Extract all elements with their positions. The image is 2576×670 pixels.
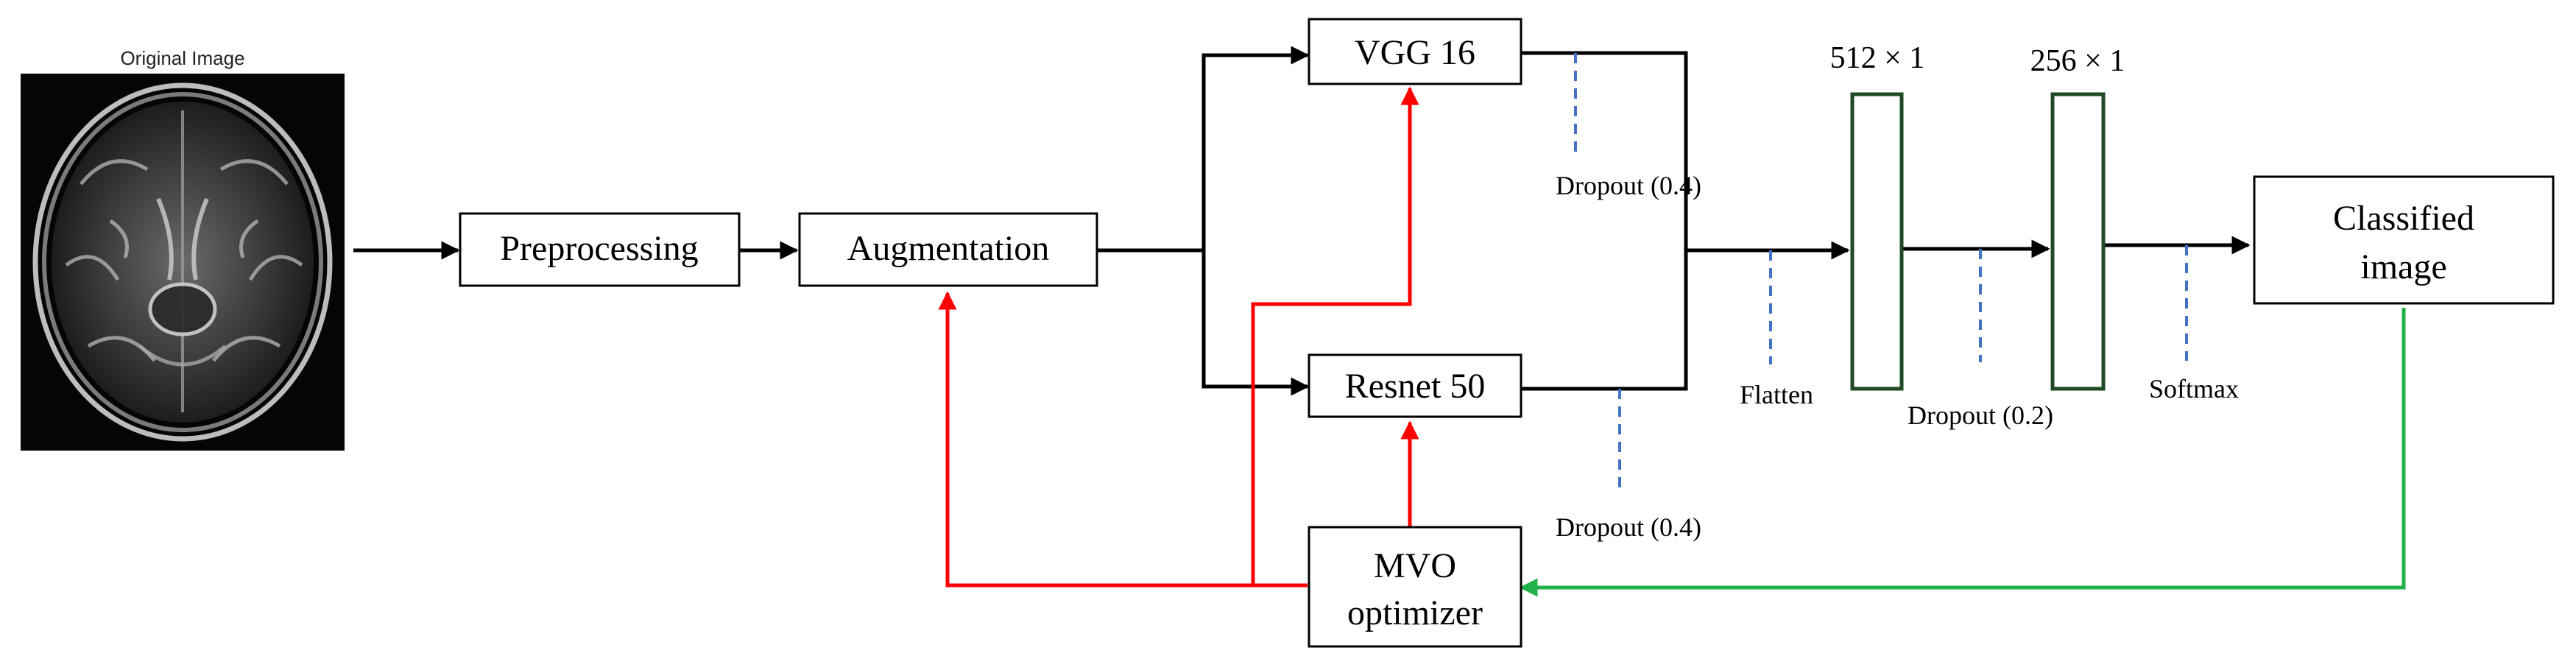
vgg16-node: VGG 16	[1308, 18, 1522, 85]
optimizer-feedback-connectors	[938, 86, 1419, 588]
original-image-caption: Original Image	[120, 47, 244, 69]
mvo-label-line1: MVO	[1374, 546, 1456, 585]
dropout-mid-label: Dropout (0.2)	[1908, 401, 2053, 430]
classification-feedback-connector	[1519, 308, 2406, 597]
mvo-label-line2: optimizer	[1347, 593, 1483, 632]
preprocessing-label: Preprocessing	[500, 229, 698, 268]
augmentation-label: Augmentation	[847, 229, 1050, 268]
dropout-markers	[1574, 53, 2188, 493]
brain-mri-image	[21, 74, 345, 451]
dense-layer-512: 512 × 1	[1830, 41, 1925, 391]
resnet50-node: Resnet 50	[1308, 353, 1522, 418]
classified-label-line2: image	[2360, 247, 2446, 286]
softmax-label: Softmax	[2149, 374, 2239, 403]
resnet50-label: Resnet 50	[1345, 367, 1486, 406]
classified-label-line1: Classified	[2333, 199, 2474, 238]
original-image: Original Image	[21, 47, 345, 451]
main-flow-connectors	[353, 46, 2251, 396]
vgg16-label: VGG 16	[1355, 33, 1475, 72]
flatten-label: Flatten	[1740, 380, 1813, 409]
classified-image-node: Classified image	[2253, 175, 2555, 305]
dense-layer-512-size: 512 × 1	[1830, 41, 1925, 75]
mvo-optimizer-node: MVO optimizer	[1308, 526, 1522, 648]
preprocessing-node: Preprocessing	[459, 212, 741, 287]
dropout-vgg-label: Dropout (0.4)	[1556, 171, 1701, 200]
dense-layer-256-size: 256 × 1	[2030, 44, 2125, 78]
dense-layer-256: 256 × 1	[2030, 44, 2125, 391]
augmentation-node: Augmentation	[798, 212, 1098, 287]
dropout-resnet-label: Dropout (0.4)	[1556, 512, 1701, 542]
